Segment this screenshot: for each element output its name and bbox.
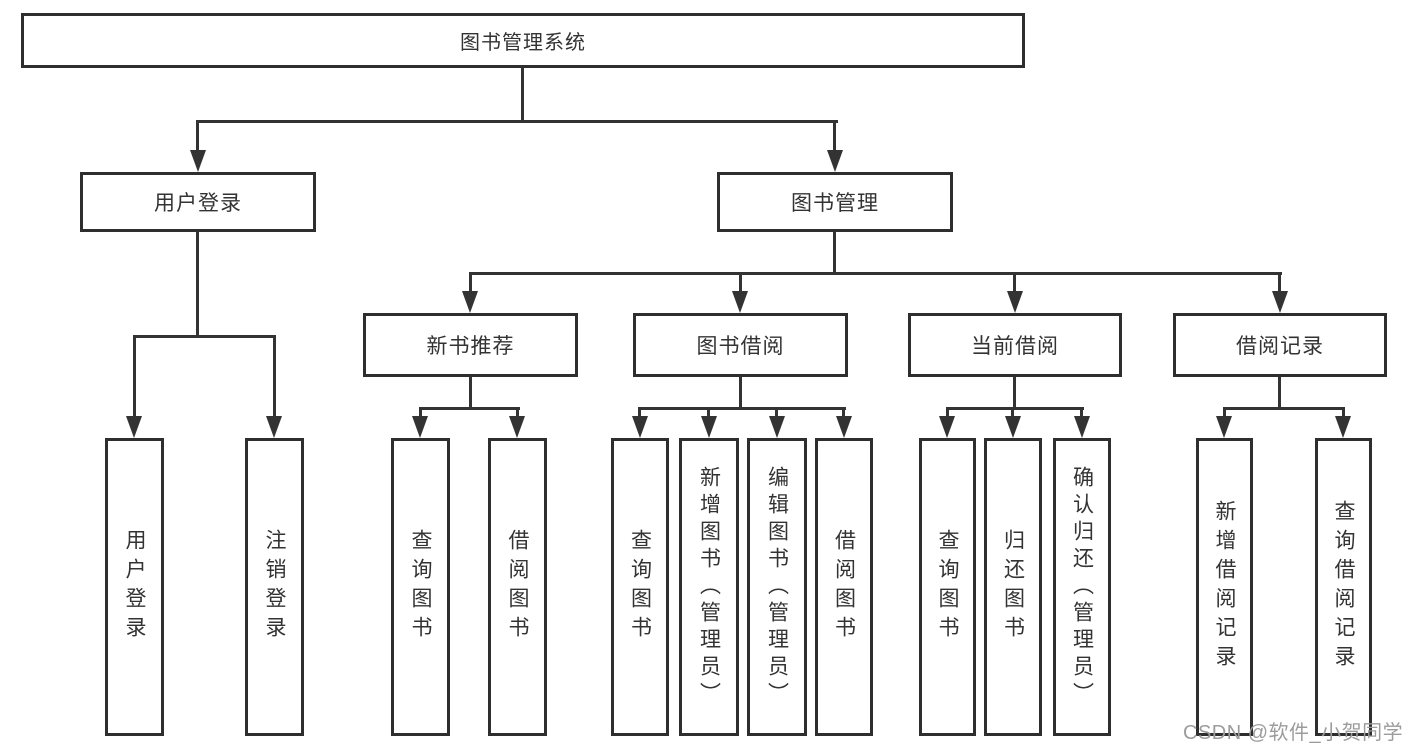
node-user-login: 用户登录 — [80, 172, 316, 232]
arrowhead-leaf-user-login — [126, 416, 142, 438]
node-borrow-records: 借阅记录 — [1173, 313, 1387, 377]
connector-user-login-bar — [133, 335, 276, 338]
connector-arm-book-borrow — [739, 272, 742, 293]
leaf-query-books-borrow: 查询图书 — [611, 438, 669, 736]
connector-new-book-stem — [469, 377, 472, 410]
leaf-confirm-return-admin: 确认归还（管理员） — [1053, 438, 1111, 736]
connector-borrow-records-bar — [1223, 407, 1345, 410]
connector-book-borrow-bar — [638, 407, 846, 410]
leaf-return-books: 归还图书 — [984, 438, 1042, 736]
connector-arm-borrow-records — [1278, 272, 1281, 293]
arrowhead-borrow-books — [836, 416, 852, 438]
connector-arm-add-book — [707, 407, 710, 419]
connector-borrow-records-stem — [1278, 377, 1281, 410]
leaf-query-borrow-record: 查询借阅记录 — [1315, 438, 1372, 736]
leaf-user-login: 用户登录 — [105, 438, 164, 736]
arrowhead-query-books-current — [939, 416, 955, 438]
connector-arm-book-management — [833, 120, 836, 153]
arrowhead-return-books — [1005, 416, 1021, 438]
connector-level2-bar — [469, 272, 1282, 275]
arrowhead-edit-book — [769, 416, 785, 438]
connector-arm-leaf-logout — [273, 335, 276, 419]
arrowhead-query-books-borrow — [632, 416, 648, 438]
arrowhead-add-borrow-record — [1216, 416, 1232, 438]
connector-level1-bar — [196, 120, 838, 123]
leaf-logout-login: 注销登录 — [245, 438, 304, 736]
arrowhead-book-management — [827, 150, 843, 172]
connector-arm-query-books-recommend — [419, 407, 422, 419]
connector-arm-return-books — [1011, 407, 1014, 419]
leaf-add-book-admin: 新增图书（管理员） — [679, 438, 739, 736]
arrowhead-query-borrow-record — [1335, 416, 1351, 438]
connector-arm-confirm-return — [1080, 407, 1083, 419]
watermark: CSDN @软件_小贺同学 — [1183, 722, 1404, 744]
arrowhead-confirm-return — [1074, 416, 1090, 438]
node-root: 图书管理系统 — [21, 13, 1025, 68]
connector-arm-borrow-books-recommend — [516, 407, 519, 419]
connector-new-book-bar — [419, 407, 520, 410]
arrowhead-new-book — [462, 291, 478, 313]
node-book-borrow: 图书借阅 — [633, 313, 848, 377]
connector-user-login-stem — [196, 232, 199, 338]
node-book-management: 图书管理 — [717, 172, 953, 232]
arrowhead-book-borrow — [732, 291, 748, 313]
arrowhead-add-book — [701, 416, 717, 438]
leaf-add-borrow-record: 新增借阅记录 — [1196, 438, 1253, 736]
leaf-query-books-current: 查询图书 — [919, 438, 976, 736]
arrowhead-borrow-books-recommend — [509, 416, 525, 438]
connector-arm-user-login — [196, 120, 199, 153]
leaf-edit-book-admin: 编辑图书（管理员） — [747, 438, 807, 736]
connector-arm-leaf-user-login — [133, 335, 136, 419]
connector-arm-new-book — [469, 272, 472, 293]
connector-arm-query-books-current — [946, 407, 949, 419]
connector-current-borrow-bar — [946, 407, 1084, 410]
node-new-book-recommend: 新书推荐 — [363, 313, 578, 377]
connector-arm-borrow-books — [842, 407, 845, 419]
connector-arm-query-borrow-record — [1342, 407, 1345, 419]
arrowhead-current-borrow — [1007, 291, 1023, 313]
connector-book-management-stem — [833, 232, 836, 275]
connector-root-stem — [521, 67, 524, 123]
connector-arm-current-borrow — [1013, 272, 1016, 293]
connector-current-borrow-stem — [1013, 377, 1016, 410]
arrowhead-user-login — [190, 150, 206, 172]
arrowhead-leaf-logout — [266, 416, 282, 438]
connector-arm-add-borrow-record — [1223, 407, 1226, 419]
connector-arm-query-books-borrow — [638, 407, 641, 419]
arrowhead-query-books-recommend — [412, 416, 428, 438]
leaf-borrow-books-recommend: 借阅图书 — [488, 438, 547, 736]
connector-arm-edit-book — [775, 407, 778, 419]
arrowhead-borrow-records — [1272, 291, 1288, 313]
node-current-borrow: 当前借阅 — [908, 313, 1122, 377]
leaf-query-books-recommend: 查询图书 — [391, 438, 450, 736]
connector-book-borrow-stem — [739, 377, 742, 410]
leaf-borrow-books: 借阅图书 — [815, 438, 873, 736]
